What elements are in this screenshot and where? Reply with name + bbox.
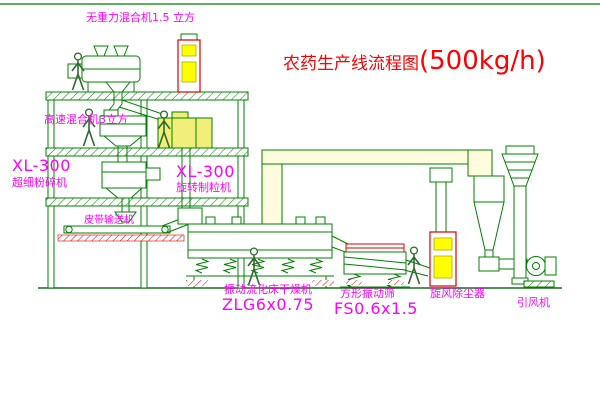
dryer-feed-box bbox=[177, 207, 203, 225]
induced-draft-fan bbox=[523, 256, 557, 288]
pulverizer-xl300 bbox=[101, 161, 161, 223]
fluid-bed-dryer bbox=[177, 207, 334, 288]
building-frame bbox=[45, 91, 249, 289]
exhaust-duct bbox=[261, 149, 493, 225]
granulator-xl300 bbox=[157, 111, 213, 208]
bucket-elevator-right bbox=[429, 167, 457, 287]
label-belt-conveyor: 皮带输送机 bbox=[84, 215, 134, 226]
cyclone-discharge-box bbox=[478, 256, 500, 272]
label-dryer-name: 振动流化床干燥机 bbox=[224, 283, 312, 296]
diagram-title-capacity: (500kg/h) bbox=[419, 46, 546, 76]
bucket-elevator-top bbox=[177, 33, 201, 93]
feed-hopper-icon bbox=[93, 45, 109, 57]
diagram-title: 农药生产线流程图(500kg/h) bbox=[283, 46, 546, 76]
label-granulator-model: XL-300 bbox=[176, 162, 235, 181]
pulverizer-motor bbox=[145, 167, 161, 181]
label-sieve-name: 方形振动筛 bbox=[340, 287, 395, 300]
diagram-title-text: 农药生产线流程图 bbox=[283, 54, 419, 74]
high-speed-mixer bbox=[99, 109, 147, 162]
feed-hopper-icon bbox=[113, 45, 129, 57]
vibrating-sieve bbox=[331, 235, 431, 289]
label-fan: 引风机 bbox=[517, 296, 550, 309]
person-icon bbox=[407, 246, 421, 285]
label-granulator-name: 旋转制粒机 bbox=[176, 181, 231, 194]
fan-motor bbox=[544, 256, 557, 276]
label-pulverizer-name: 超细粉碎机 bbox=[12, 176, 67, 189]
exhaust-stack bbox=[501, 145, 539, 285]
label-zero-gravity-mixer: 无重力混合机1.5 立方 bbox=[86, 11, 195, 24]
label-cyclone: 旋风除尘器 bbox=[430, 287, 485, 300]
belt-conveyor bbox=[57, 211, 203, 242]
label-sieve-model: FS0.6x1.5 bbox=[334, 299, 418, 318]
label-dryer-model: ZLG6x0.75 bbox=[222, 295, 315, 314]
label-high-speed-mixer: 高速混合机3立方 bbox=[44, 113, 128, 126]
label-pulverizer-model: XL-300 bbox=[12, 156, 71, 175]
cyclone-separator bbox=[473, 175, 528, 272]
